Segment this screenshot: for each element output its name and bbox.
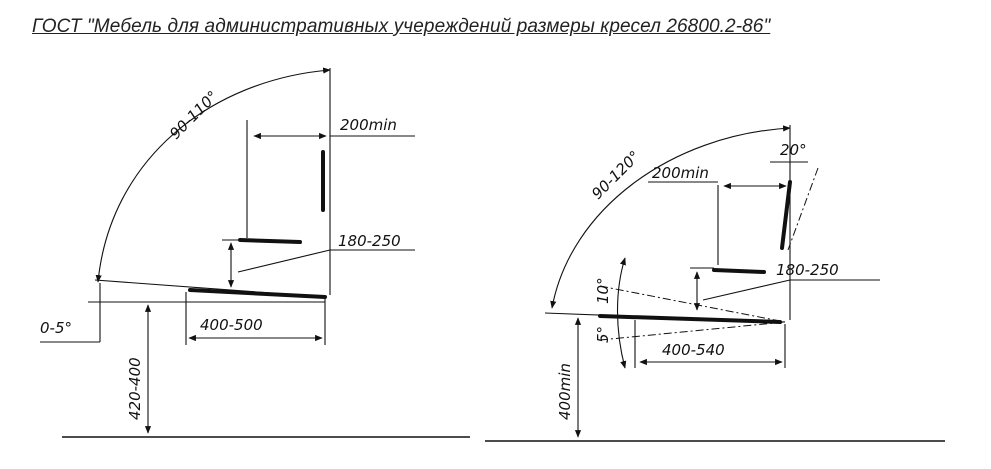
right-back-tilt-line bbox=[787, 167, 819, 251]
right-upper-angle-label: 10° bbox=[594, 277, 612, 304]
right-armrest-leader bbox=[702, 279, 791, 301]
right-lower-angle-label: 5° bbox=[594, 326, 612, 343]
diagram-title: ГОСТ "Мебель для административных учереж… bbox=[32, 16, 771, 37]
left-chair-drawing bbox=[40, 67, 470, 438]
left-seat-height-label: 420-400 bbox=[126, 357, 144, 420]
left-back-angle-arc bbox=[95, 67, 331, 283]
left-armrest-line bbox=[238, 238, 302, 244]
right-seat-height-label: 400min bbox=[556, 363, 574, 420]
right-back-tilt-label: 20° bbox=[780, 141, 807, 159]
left-back-angle-label: 90-110° bbox=[166, 87, 222, 143]
right-chair-drawing bbox=[485, 125, 945, 442]
right-seat-depth-label: 400-540 bbox=[662, 341, 725, 359]
left-seat-tilt-label: 0-5° bbox=[40, 319, 72, 337]
right-back-height-label: 200min bbox=[652, 164, 709, 182]
left-armrest-leader bbox=[237, 249, 331, 273]
right-armrest-label: 180-250 bbox=[776, 261, 839, 279]
left-seat-depth-label: 400-500 bbox=[200, 316, 263, 334]
right-backrest-line bbox=[780, 180, 792, 250]
right-tilt-arc bbox=[617, 257, 627, 369]
right-back-angle-label: 90-120° bbox=[588, 147, 644, 203]
left-seat-reference bbox=[94, 279, 326, 298]
right-armrest-line bbox=[712, 268, 766, 274]
right-lower-dashed bbox=[599, 321, 786, 341]
left-back-height-label: 200min bbox=[340, 116, 397, 134]
right-back-angle-arc bbox=[550, 125, 791, 309]
right-seat-reference bbox=[544, 312, 786, 323]
left-armrest-label: 180-250 bbox=[338, 232, 401, 250]
